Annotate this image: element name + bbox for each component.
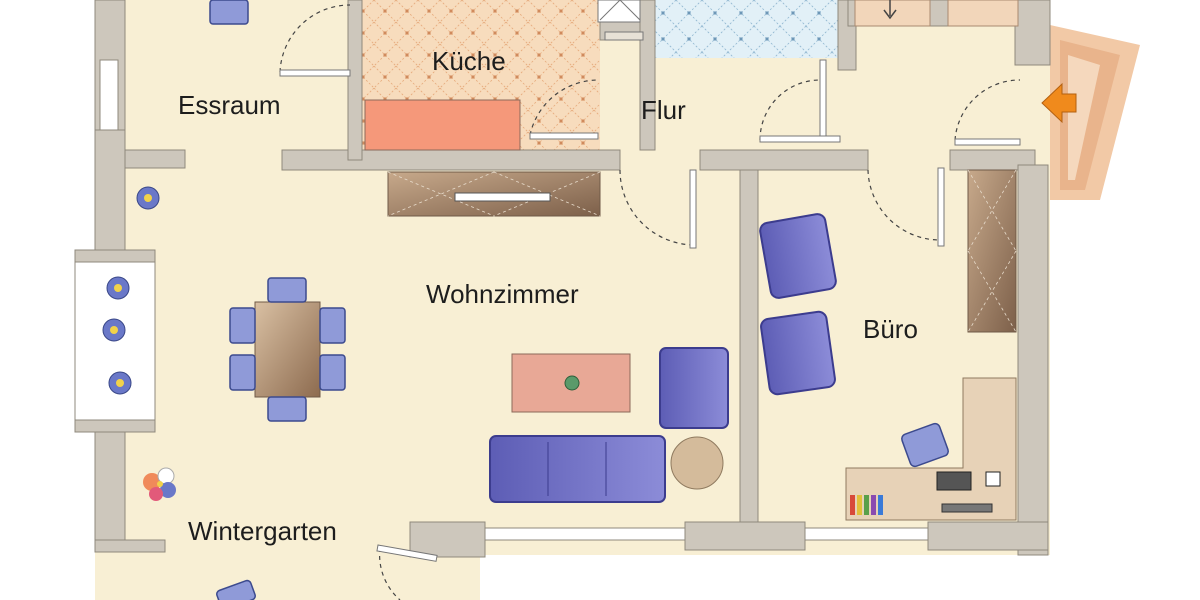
window-buero xyxy=(804,527,929,541)
desk xyxy=(845,377,1017,521)
plant-icon xyxy=(136,186,160,210)
chair xyxy=(229,307,256,344)
door-leaves xyxy=(279,59,1021,562)
computer-icon xyxy=(936,471,972,491)
room-label-kueche: Küche xyxy=(432,46,506,76)
window-essraum xyxy=(99,59,119,131)
plant-icon xyxy=(106,276,130,300)
plants xyxy=(102,186,256,600)
chair xyxy=(267,396,307,422)
dining-set xyxy=(209,0,346,422)
living-furniture xyxy=(489,347,729,503)
office-furniture xyxy=(759,169,1017,521)
plant-icon xyxy=(108,371,132,395)
window-south xyxy=(484,527,686,541)
plant-icon xyxy=(102,318,126,342)
bath-floor xyxy=(655,0,840,58)
desk-chair xyxy=(901,422,949,468)
chair xyxy=(216,579,256,600)
chair xyxy=(319,354,346,391)
tv-cabinet xyxy=(387,171,601,217)
doors xyxy=(279,4,1021,600)
stair-arrow-icon xyxy=(883,9,897,20)
room-label-flur: Flur xyxy=(641,95,686,125)
door-wohnzimmer xyxy=(619,169,696,246)
office-armchair xyxy=(760,310,836,396)
flower-bouquet-icon xyxy=(143,467,176,501)
chair xyxy=(319,307,346,344)
room-label-wintergarten: Wintergarten xyxy=(188,516,337,546)
phone-icon xyxy=(985,471,1001,487)
door-bath xyxy=(759,79,821,141)
kitchen-furniture xyxy=(364,0,644,151)
entrance-arrow-icon xyxy=(1041,82,1077,124)
wintergarten-floor xyxy=(95,545,480,600)
chair xyxy=(209,0,249,25)
room-labels: Küche Essraum Flur Wohnzimmer Büro Winte… xyxy=(178,46,918,546)
plant-icon xyxy=(564,375,580,391)
side-table xyxy=(670,436,724,490)
room-label-wohnzimmer: Wohnzimmer xyxy=(426,279,579,309)
room-label-essraum: Essraum xyxy=(178,90,281,120)
armchair xyxy=(659,347,729,429)
dining-table xyxy=(254,301,321,398)
chair xyxy=(229,354,256,391)
sofa xyxy=(489,435,666,503)
chair xyxy=(267,277,307,303)
tv-icon xyxy=(454,192,551,202)
door-kitchen-flur xyxy=(529,79,599,136)
office-armchair xyxy=(759,213,837,299)
staircase xyxy=(854,0,1019,27)
door-entrance xyxy=(954,79,1021,141)
bookshelf xyxy=(967,169,1017,333)
room-label-buero: Büro xyxy=(863,314,918,344)
kitchen-counter xyxy=(364,99,521,151)
door-buero xyxy=(867,169,941,241)
books-icon xyxy=(850,495,883,515)
kitchen-shelf xyxy=(597,0,641,23)
